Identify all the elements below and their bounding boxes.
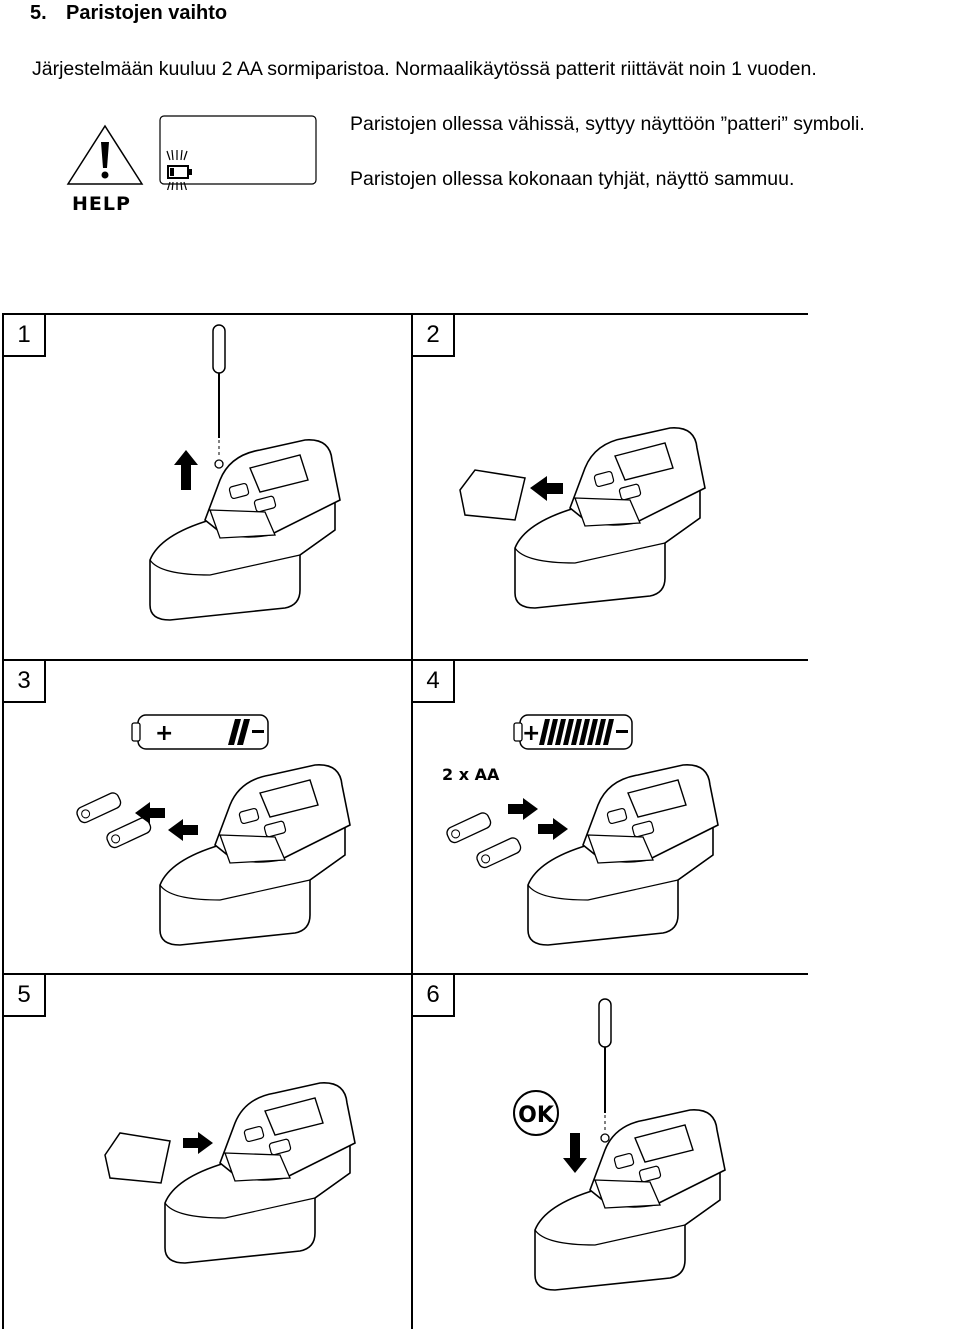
grid-center-line — [411, 313, 413, 1329]
step-number-1: 1 — [2, 313, 46, 357]
aa-battery-icon: + — [132, 715, 268, 749]
step-1-illustration — [140, 320, 400, 640]
svg-text:+: + — [155, 721, 173, 746]
step-number-3: 3 — [2, 659, 46, 703]
grid-row3-line — [2, 973, 808, 975]
svg-text:+: + — [522, 721, 540, 746]
step-number-4: 4 — [411, 659, 455, 703]
arrow-icon — [508, 798, 538, 820]
step-number-2: 2 — [411, 313, 455, 357]
step-5-illustration — [95, 1075, 395, 1315]
arrow-icon — [168, 819, 198, 841]
step-2-illustration — [455, 420, 755, 640]
aa-battery-icon: + — [514, 715, 632, 749]
battery-cover — [105, 1133, 170, 1183]
section-title: Paristojen vaihto — [66, 2, 227, 24]
screwdriver-icon — [213, 325, 225, 468]
help-label: HELP — [72, 193, 131, 215]
ok-label: OK — [518, 1103, 555, 1128]
ok-badge-icon: OK — [514, 1091, 558, 1135]
arrow-icon — [183, 1132, 213, 1154]
step-6-illustration: OK — [505, 995, 775, 1315]
step-number-6: 6 — [411, 973, 455, 1017]
arrow-icon — [538, 818, 568, 840]
screwdriver-icon — [599, 999, 611, 1142]
grid-top-line — [2, 313, 808, 315]
section-heading: 5.Paristojen vaihto — [30, 2, 227, 25]
lcd-display-illustration — [156, 114, 320, 190]
arrow-icon — [530, 476, 563, 501]
section-number: 5. — [30, 2, 66, 25]
battery-count-label: 2 x AA — [442, 765, 500, 784]
battery-cover — [460, 470, 525, 520]
step-3-illustration: + — [60, 705, 390, 955]
intro-paragraph: Järjestelmään kuuluu 2 AA sormiparistoa.… — [32, 58, 817, 81]
arrow-icon — [174, 450, 198, 490]
arrow-icon — [563, 1133, 587, 1173]
step-number-5: 5 — [2, 973, 46, 1017]
grid-left-line — [2, 313, 4, 1329]
step-4-illustration: + 2 x AA — [440, 705, 780, 955]
empty-battery-paragraph: Paristojen ollessa kokonaan tyhjät, näyt… — [350, 168, 794, 191]
grid-row2-line — [2, 659, 808, 661]
low-battery-paragraph: Paristojen ollessa vähissä, syttyy näytt… — [350, 113, 865, 136]
